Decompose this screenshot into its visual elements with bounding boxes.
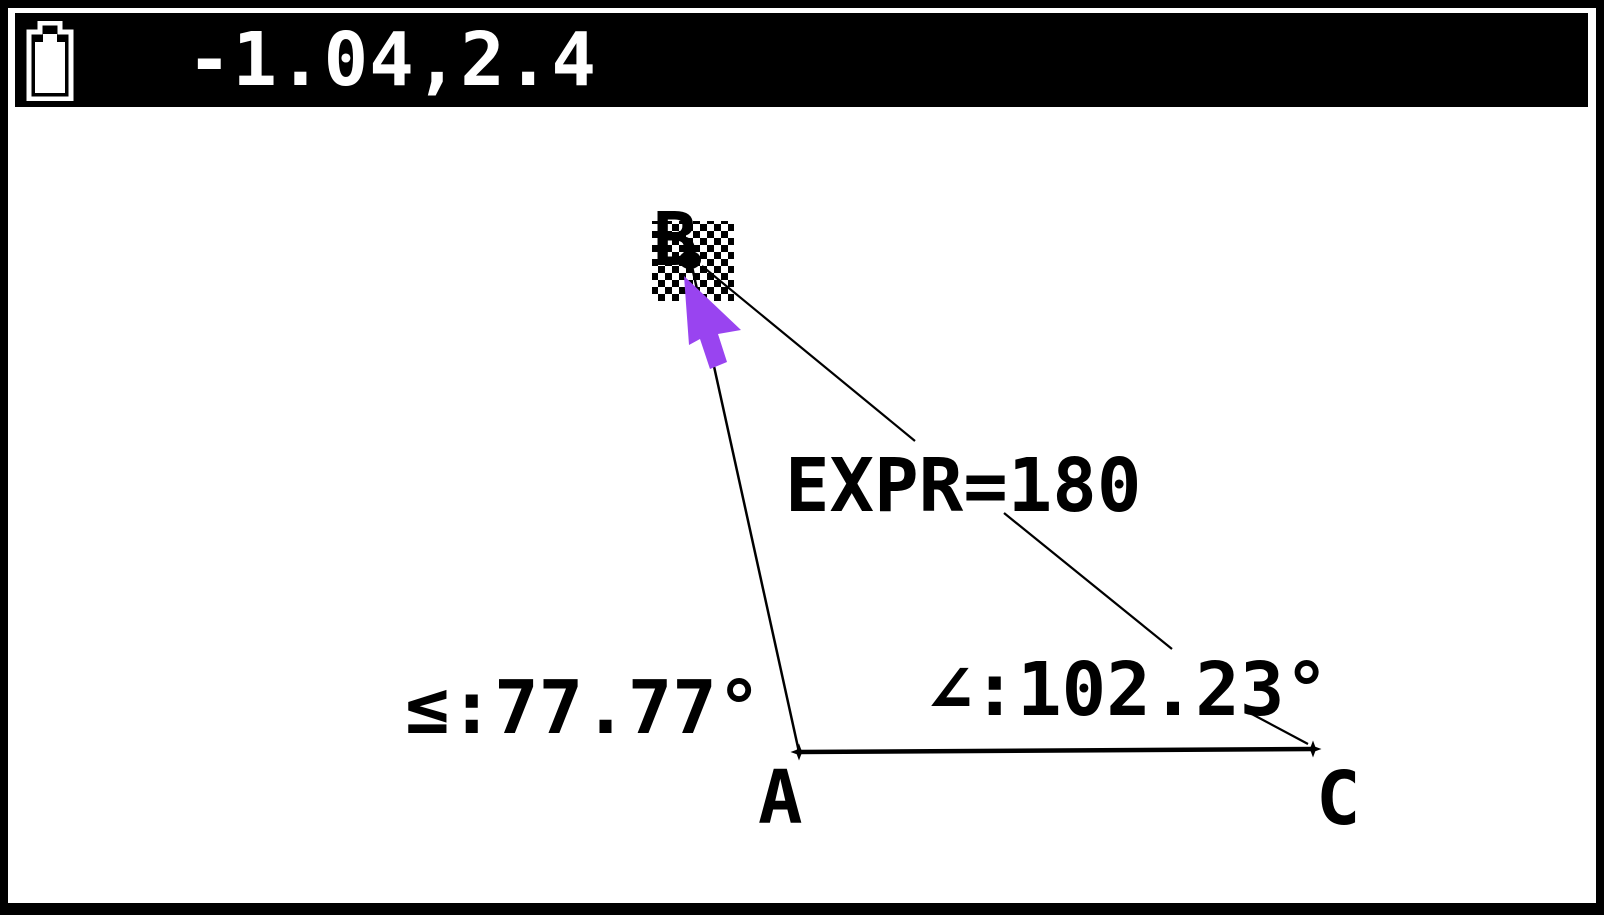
leader-line-angle-right — [1003, 512, 1173, 650]
status-bar: -1.04,2.4 — [15, 13, 1588, 107]
vertex-label-c: C — [1316, 756, 1361, 842]
leader-line-expr — [701, 265, 916, 442]
point-b[interactable] — [679, 251, 701, 269]
pointer-cursor-icon — [684, 276, 741, 369]
vertex-label-a: A — [758, 755, 803, 841]
angle-measurement-label-left[interactable]: ≤:77.77° — [405, 665, 762, 751]
vertex-label-b: B — [653, 197, 698, 283]
vertex-marker-a[interactable] — [790, 743, 808, 761]
angle-measurement-label-right[interactable]: ∠:102.23° — [928, 647, 1329, 733]
coordinate-readout: -1.04,2.4 — [187, 17, 597, 103]
segment-ac[interactable] — [798, 746, 1314, 755]
leader-line-to-c — [1247, 711, 1309, 745]
vertex-marker-c[interactable] — [1304, 740, 1322, 758]
battery-full-icon — [26, 21, 74, 101]
expression-measurement-label[interactable]: EXPR=180 — [785, 443, 1142, 529]
